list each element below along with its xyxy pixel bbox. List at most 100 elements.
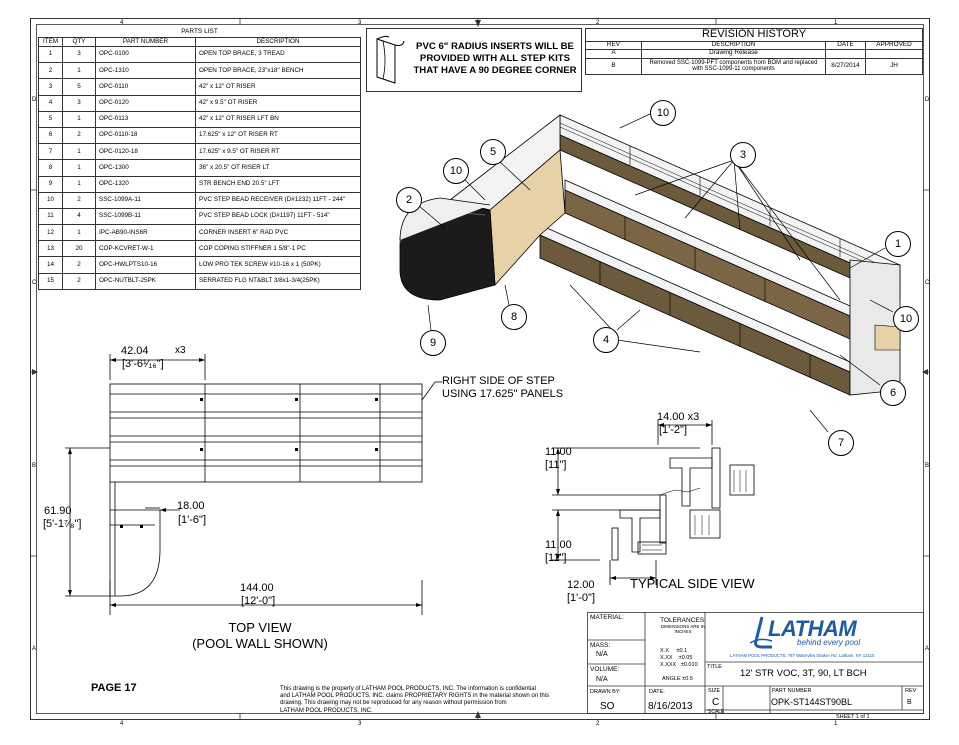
date-value: 8/16/2013 [648,701,693,712]
scale-label: SCALE [708,709,725,715]
dim-overall-width-ft: [12'-0"] [241,595,276,607]
page-number: PAGE 17 [91,682,137,694]
callout-6: 6 [880,380,906,406]
zone-side-a-right: A [925,646,930,652]
parts-cell-description: SERRATED FLG NT&BLT 3/8x1-3/4(25PK) [195,272,361,290]
date-label: DATE: [649,689,665,695]
mass-value: N/A [596,651,608,658]
dim-riser-2: 11.00 [545,539,572,551]
callout-5: 5 [480,139,506,165]
latham-tagline: behind every pool [797,638,861,647]
company-address: LATHAM POOL PRODUCTS, 787 Watervliet Sha… [730,653,875,658]
dim-bench-width: 18.00 [177,500,205,512]
note-text: PVC 6" RADIUS INSERTS WILL BE PROVIDED W… [411,41,579,77]
zone-bottom-1: 1 [834,721,838,727]
zone-side-d: D [32,97,37,103]
parts-cell-qty: 2 [62,272,96,290]
dim-overall-depth-ft: [5'-1⁷⁄₈"] [43,518,82,530]
zone-top-1: 1 [834,20,838,26]
zone-bottom-4: 4 [120,721,124,727]
zone-side-c-right: C [925,280,930,286]
notice-line: and LATHAM POOL PRODUCTS, INC. claims PR… [280,693,550,700]
part-number-label: PART NUMBER [772,688,812,694]
tolerances-sub-2: INCHES [674,629,692,634]
callout-8: 8 [501,304,527,330]
rev-b-approved: JH [865,57,923,75]
dim-overall-depth: 61.90 [44,505,72,517]
zone-bottom-2: 2 [596,721,600,727]
tolerance-rows: X.X ±0.1 X.XX ±0.05 X.XXX ±0.010 [660,648,698,669]
radius-insert-note: PVC 6" RADIUS INSERTS WILL BE PROVIDED W… [366,28,582,92]
dim-step-width-count: x3 [175,345,186,356]
zone-side-c: C [32,280,37,286]
top-view-title-text: TOP VIEW [228,620,292,635]
angle-tolerance: ANGLE ±0.5 [662,676,693,682]
tolerances-label: TOLERANCES: [660,617,706,624]
callout-3: 3 [730,142,756,168]
isometric-assembly [399,114,901,396]
callout-9: 9 [420,330,446,356]
rev-label: REV [905,688,917,694]
notice-line: This drawing is the property of LATHAM P… [280,686,536,692]
tol-row: X.X ±0.1 [660,648,688,654]
tolerances-sub-1: DIMENSIONS ARE IN [660,624,706,629]
revision-history-title: REVISION HISTORY [585,28,923,42]
zone-top-4: 4 [120,20,124,26]
dim-riser-1: 11.00 [545,446,572,458]
callout-7: 7 [828,430,854,456]
proprietary-notice: This drawing is the property of LATHAM P… [280,686,549,715]
mass-label: MASS: [590,642,611,649]
callout-10-left: 10 [443,158,469,184]
dim-bench-width-ft: [1'-6"] [178,514,207,526]
zone-side-b-right: B [925,463,930,469]
dim-bottom-tread: 12.00 [567,579,595,591]
drawn-by-label: DRAWN BY: [590,689,621,695]
sheet-number: SHEET 1 of 1 [836,714,870,720]
zone-side-b: B [32,463,37,469]
side-view-drawing [552,420,755,585]
dim-overall-width: 144.00 [240,582,274,594]
title-label: TITLE [707,664,722,670]
side-view-title: TYPICAL SIDE VIEW [630,576,755,591]
callout-10-right: 10 [893,306,919,332]
dim-step-width: 42.04 [121,345,149,357]
material-label: MATERIAL: [590,614,624,621]
right-side-note-2: USING 17.625" PANELS [442,388,564,400]
zone-top-3: 3 [358,20,362,26]
notice-line: drawing. This drawing may not be reprodu… [280,700,507,707]
note-line: THAT HAVE A 90 DEGREE CORNER [413,64,577,76]
dim-tread-depth-ft: [1'-2"] [659,424,688,436]
title-block-frame [587,612,924,714]
zone-side-d-right: D [925,97,930,103]
latham-logo-mark-icon [749,616,773,649]
part-number-value: OPK-ST144ST90BL [771,697,853,707]
callout-10-top: 10 [650,100,676,126]
dim-riser-1-ft: [11"] [545,459,567,471]
dim-riser-2-ft: [11"] [545,552,567,564]
parts-cell-item: 15 [38,272,63,290]
corner-insert-icon [376,35,405,84]
tol-row: X.XX ±0.05 [660,654,693,661]
latham-logo-text: LATHAM [768,616,857,641]
top-view-subtitle: (POOL WALL SHOWN) [192,635,328,651]
size-label: SIZE [708,688,721,694]
size-value: C [712,697,720,708]
volume-value: N/A [596,676,608,683]
revision-history-table: REVISION HISTORY REV DESCRIPTION DATE AP… [585,28,923,75]
volume-label: VOLUME: [590,666,620,673]
dim-tread-depth: 14.00 x3 [657,411,700,423]
zone-top-2: 2 [596,20,600,26]
callout-2: 2 [396,187,422,213]
